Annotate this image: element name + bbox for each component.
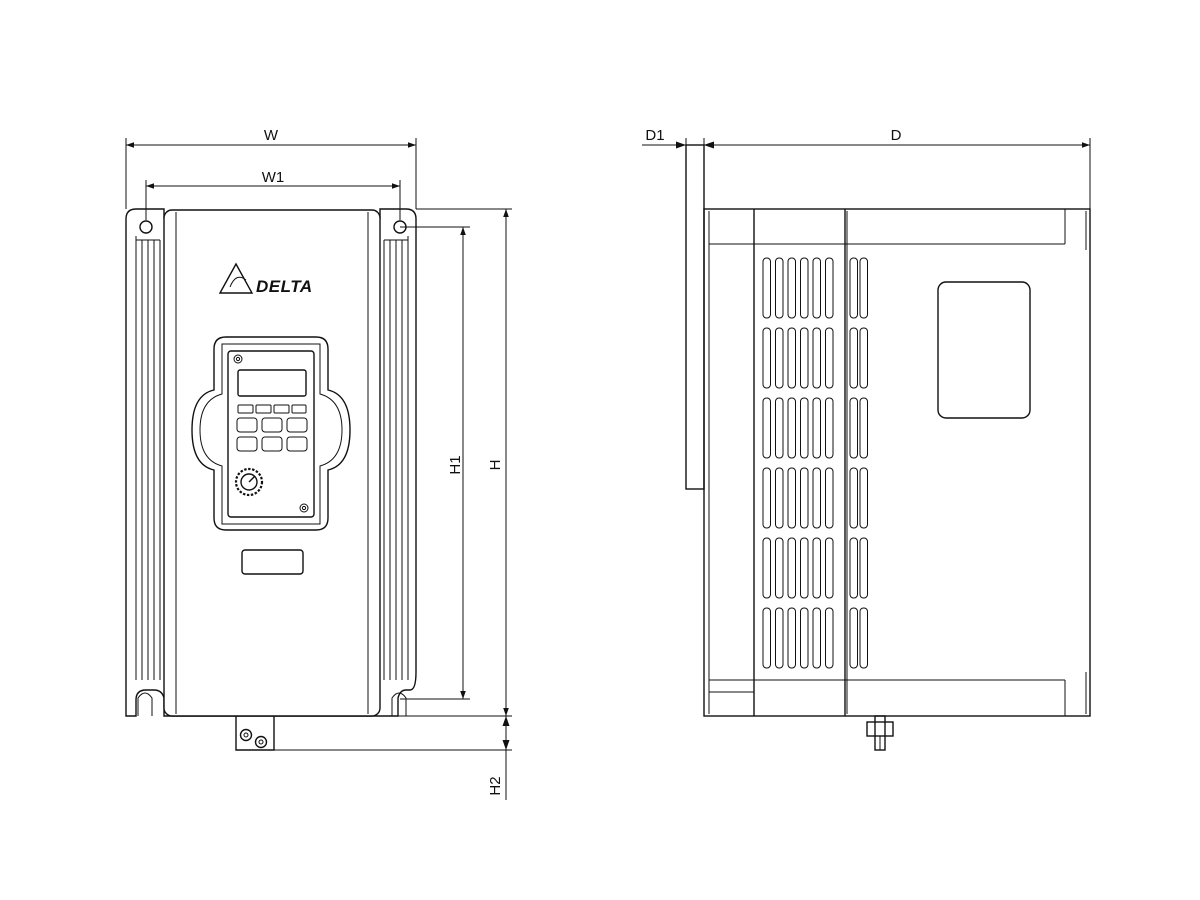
front-housing-outline xyxy=(125,208,417,717)
side-view: D D1 xyxy=(642,127,1091,751)
front-view: DELTA xyxy=(125,127,512,800)
vent-slot xyxy=(849,397,858,459)
vent-slot xyxy=(787,397,796,459)
vent-slot xyxy=(849,327,858,389)
vent-slot xyxy=(812,607,821,669)
front-ground-tab xyxy=(235,716,275,751)
vent-slot xyxy=(762,467,771,529)
keypad-screw-bottom-right-icon xyxy=(299,503,309,513)
dimension-d: D xyxy=(703,127,1091,209)
keypad-key-4 xyxy=(236,436,258,452)
vent-slot xyxy=(787,467,796,529)
vent-slot xyxy=(859,327,868,389)
keypad-led-3 xyxy=(273,404,290,414)
vent-slot xyxy=(812,537,821,599)
vent-slot xyxy=(825,327,834,389)
vent-slot xyxy=(775,537,784,599)
dimension-h2: H2 xyxy=(274,716,512,800)
vent-slot xyxy=(849,257,858,319)
keypad-led-1 xyxy=(237,404,254,414)
dimension-d-label: D xyxy=(891,127,902,144)
vent-slot xyxy=(800,467,809,529)
vent-slot xyxy=(787,327,796,389)
vent-slot xyxy=(787,257,796,319)
vent-slot xyxy=(849,467,858,529)
front-bottom-right-slot xyxy=(391,692,407,716)
keypad-potentiometer-knob-icon xyxy=(234,467,264,497)
vent-slot xyxy=(859,607,868,669)
vent-slot xyxy=(800,397,809,459)
vent-slot xyxy=(825,397,834,459)
dimension-w: W xyxy=(125,127,417,209)
front-top-left-mount-hole xyxy=(139,220,153,234)
keypad-key-6 xyxy=(286,436,308,452)
side-ground-stud xyxy=(866,715,894,751)
keypad-bezel xyxy=(191,336,351,531)
keypad xyxy=(227,350,315,518)
vent-slot xyxy=(775,397,784,459)
vent-slot xyxy=(859,257,868,319)
keypad-key-2 xyxy=(261,417,283,433)
dimension-w1-label: W1 xyxy=(262,169,285,186)
dimension-h-label: H xyxy=(487,460,504,471)
side-mounting-plate xyxy=(685,144,705,490)
side-body-outline xyxy=(703,208,1091,717)
vent-slot xyxy=(825,537,834,599)
dimension-d1: D1 xyxy=(642,127,714,150)
keypad-key-3 xyxy=(286,417,308,433)
keypad-frame xyxy=(227,350,315,518)
delta-logo: DELTA xyxy=(218,262,313,296)
side-ventilation-slots xyxy=(762,257,868,669)
vent-slot xyxy=(800,607,809,669)
keypad-led-4 xyxy=(291,404,307,414)
vent-slot xyxy=(859,397,868,459)
dimension-h: H xyxy=(398,208,512,717)
keypad-led-2 xyxy=(255,404,272,414)
vent-slot xyxy=(825,257,834,319)
vent-slot xyxy=(812,327,821,389)
vent-slot xyxy=(800,327,809,389)
vent-slot xyxy=(800,257,809,319)
vent-slot xyxy=(800,537,809,599)
vent-slot xyxy=(775,257,784,319)
vent-slot xyxy=(859,467,868,529)
dimension-w-label: W xyxy=(264,127,279,144)
vent-slot xyxy=(762,537,771,599)
dimension-d1-label: D1 xyxy=(645,127,664,144)
vent-slot xyxy=(762,607,771,669)
vent-slot xyxy=(825,607,834,669)
delta-logo-text: DELTA xyxy=(256,277,313,296)
front-bottom-left-slot xyxy=(137,692,153,716)
vent-slot xyxy=(812,257,821,319)
dimension-w1: W1 xyxy=(145,169,401,220)
vent-slot xyxy=(775,327,784,389)
vent-slot xyxy=(825,467,834,529)
front-nameplate xyxy=(241,549,304,575)
dimension-h1: H1 xyxy=(400,226,470,700)
vent-slot xyxy=(775,607,784,669)
front-left-ribs xyxy=(135,236,161,680)
vent-slot xyxy=(787,607,796,669)
vent-slot xyxy=(762,327,771,389)
dimension-h1-label: H1 xyxy=(447,455,464,474)
dimension-h2-label: H2 xyxy=(487,776,504,795)
vent-slot xyxy=(775,467,784,529)
vent-slot xyxy=(849,607,858,669)
vent-slot xyxy=(859,537,868,599)
side-label-plate xyxy=(937,281,1031,419)
keypad-key-1 xyxy=(236,417,258,433)
vent-slot xyxy=(762,397,771,459)
vent-slot xyxy=(812,467,821,529)
vent-slot xyxy=(812,397,821,459)
vent-slot xyxy=(762,257,771,319)
keypad-display xyxy=(237,369,307,397)
front-right-ribs xyxy=(383,236,409,680)
keypad-screw-top-left-icon xyxy=(233,354,243,364)
vent-slot xyxy=(787,537,796,599)
vent-slot xyxy=(849,537,858,599)
keypad-key-5 xyxy=(261,436,283,452)
